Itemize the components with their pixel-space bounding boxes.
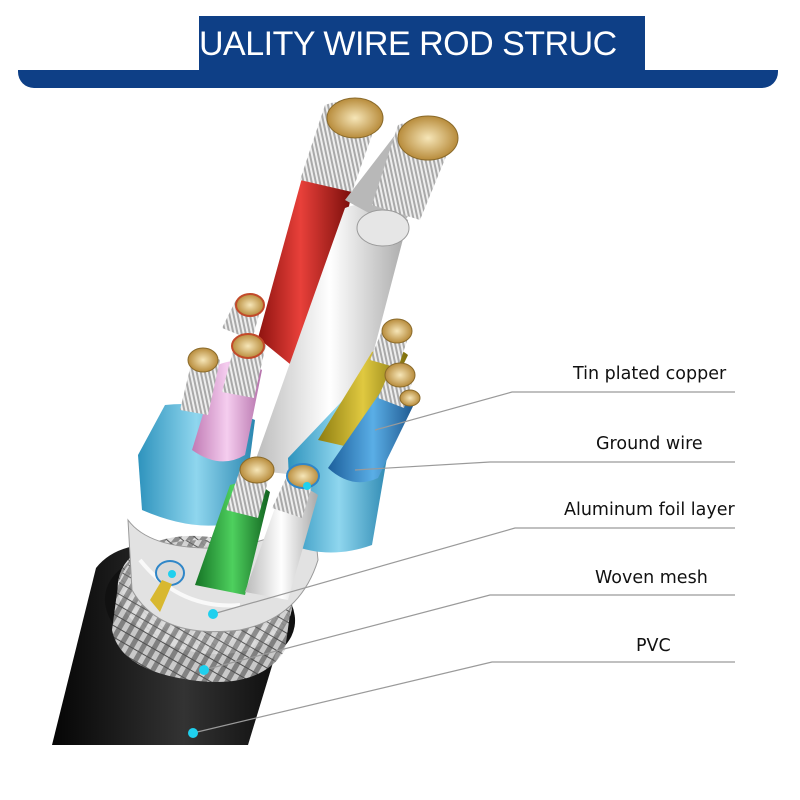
strand-tip	[187, 347, 219, 373]
label-pvc: PVC	[636, 636, 671, 656]
strand-tip	[397, 115, 459, 161]
blue-core	[328, 387, 418, 483]
leader-line-woven-mesh	[203, 594, 735, 671]
aluminum-foil-shine	[138, 558, 241, 608]
label-ground-wire: Ground wire	[596, 434, 703, 454]
leader-line-pvc	[192, 661, 735, 734]
label-aluminum-foil-layer: Aluminum foil layer	[564, 500, 735, 520]
strand-tip	[235, 293, 265, 317]
ground-wire-core	[252, 204, 408, 480]
leader-line-tin-plated-copper	[374, 391, 735, 431]
marker-dot-woven-mesh	[199, 665, 209, 675]
marker-dot-core	[168, 570, 176, 578]
strand-tip	[384, 362, 416, 388]
banner-title: UALITY WIRE ROD STRUC	[199, 25, 617, 63]
strand-tip	[326, 97, 384, 139]
strand-tip	[356, 209, 410, 247]
leader-lines	[192, 391, 735, 734]
yellow-drain-strands	[150, 580, 172, 612]
strand-tip	[399, 389, 421, 407]
leader-line-ground-wire	[354, 461, 735, 471]
strand-tip	[231, 333, 265, 359]
strand-tip	[239, 456, 275, 484]
label-tin-plated-copper: Tin plated copper	[573, 364, 727, 384]
marker-dot-aluminum-foil	[208, 609, 218, 619]
marker-dot-core	[303, 482, 311, 490]
label-woven-mesh: Woven mesh	[595, 568, 708, 588]
banner-band	[18, 70, 778, 88]
strand-tip	[286, 463, 320, 489]
strand-tip	[381, 318, 413, 344]
banner: UALITY WIRE ROD STRUC	[199, 16, 645, 70]
leader-line-aluminum-foil	[212, 527, 735, 615]
marker-dot-pvc	[188, 728, 198, 738]
red-core	[258, 175, 352, 382]
